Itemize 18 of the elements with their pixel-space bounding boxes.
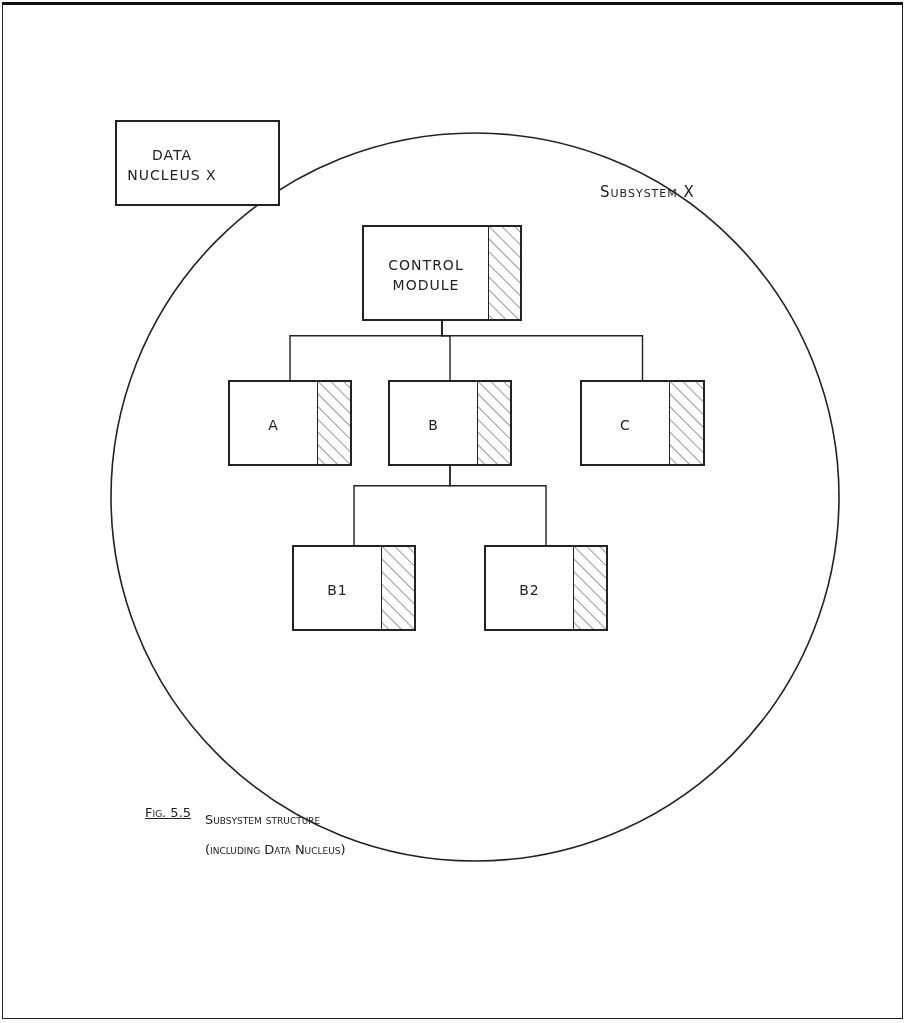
module-box	[484, 545, 608, 631]
module-box	[388, 380, 512, 466]
module-box	[228, 380, 352, 466]
box-label: A	[267, 416, 280, 435]
box-label: B	[427, 416, 440, 435]
connector-line	[449, 465, 547, 546]
connector-line	[441, 320, 644, 381]
box-label: CONTROL MODULE	[387, 256, 465, 295]
box-label: DATA NUCLEUS X	[126, 146, 218, 185]
module-box	[292, 545, 416, 631]
figure-number: Fig. 5.5	[145, 805, 192, 820]
module-box	[580, 380, 705, 466]
subsystem-label: Subsystem X	[600, 182, 695, 202]
box-label: B2	[518, 581, 541, 600]
data-box	[115, 120, 280, 206]
box-label: B1	[326, 581, 349, 600]
box-label: C	[619, 416, 632, 435]
module-box	[362, 225, 522, 321]
